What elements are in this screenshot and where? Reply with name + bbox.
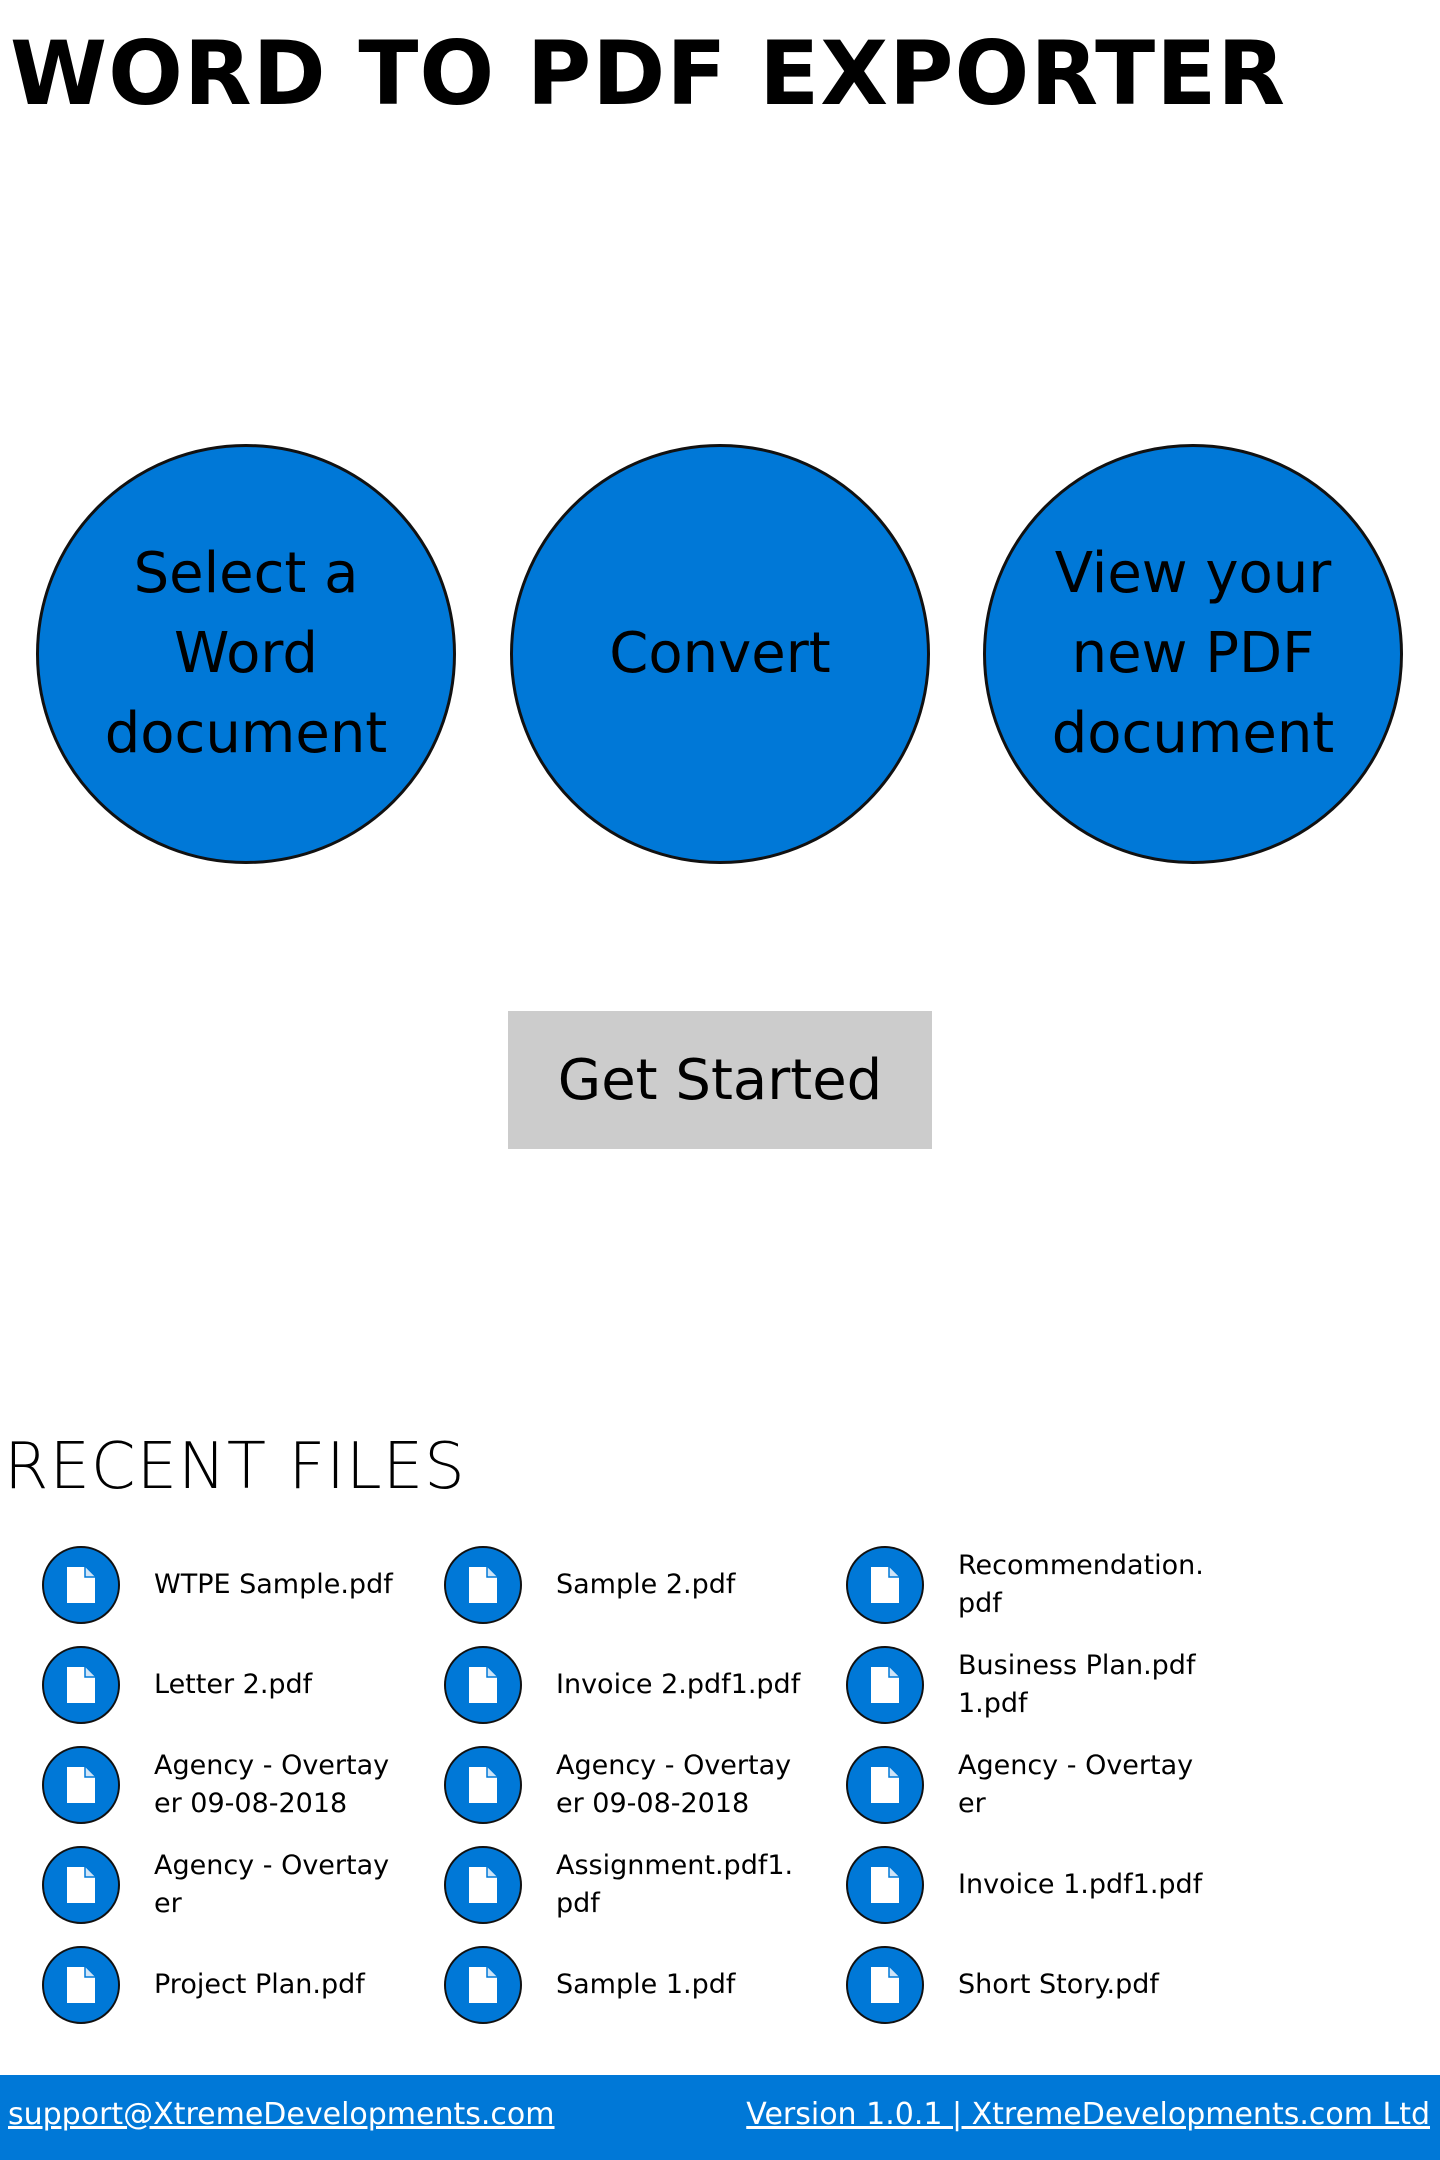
recent-file-name-text: Invoice 1.pdf1.pdf	[958, 1869, 1203, 1900]
document-icon	[444, 1746, 522, 1824]
view-pdf-document-button[interactable]: View your new PDF document	[983, 444, 1403, 864]
recent-file-name: Invoice 2.pdf1.pdf	[556, 1640, 806, 1730]
app-title: WORD TO PDF EXPORTER	[10, 22, 1287, 125]
convert-button[interactable]: Convert	[510, 444, 930, 864]
recent-file-name: Sample 1.pdf	[556, 1940, 806, 2030]
recent-file-name-text: Agency - Overtayer 09-08-2018	[556, 1750, 792, 1819]
step-label-convert: Convert	[609, 621, 831, 686]
document-icon	[42, 1546, 120, 1624]
recent-file-name-text: WTPE Sample.pdf	[154, 1569, 393, 1600]
recent-file-name: WTPE Sample.pdf	[154, 1540, 404, 1630]
recent-file-name-text: Project Plan.pdf	[154, 1969, 365, 2000]
get-started-button[interactable]: Get Started	[508, 1011, 932, 1149]
recent-file-item[interactable]: Agency - Overtayer 09-08-2018	[42, 1740, 442, 1830]
document-icon	[444, 1646, 522, 1724]
step-label-select: Select a Word document	[104, 541, 388, 766]
document-icon	[42, 1646, 120, 1724]
select-word-document-button[interactable]: Select a Word document	[36, 444, 456, 864]
recent-file-name: Sample 2.pdf	[556, 1540, 806, 1630]
recent-file-name-text: Agency - Overtayer	[154, 1850, 390, 1919]
recent-file-item[interactable]: WTPE Sample.pdf	[42, 1540, 442, 1630]
recent-file-name-text: Letter 2.pdf	[154, 1669, 313, 1700]
recent-file-item[interactable]: Invoice 2.pdf1.pdf	[444, 1640, 844, 1730]
document-icon	[846, 1546, 924, 1624]
recent-file-name: Business Plan.pdf1.pdf	[958, 1640, 1208, 1730]
document-icon	[42, 1846, 120, 1924]
recent-file-name: Agency - Overtayer 09-08-2018	[556, 1740, 806, 1830]
recent-file-name-text: Business Plan.pdf1.pdf	[958, 1650, 1196, 1719]
recent-file-name-text: Recommendation.pdf	[958, 1550, 1204, 1619]
document-icon	[846, 1846, 924, 1924]
recent-file-name: Recommendation.pdf	[958, 1540, 1208, 1630]
recent-file-name: Project Plan.pdf	[154, 1940, 404, 2030]
recent-file-item[interactable]: Agency - Overtayer 09-08-2018	[444, 1740, 844, 1830]
recent-file-name: Letter 2.pdf	[154, 1640, 404, 1730]
recent-file-item[interactable]: Agency - Overtayer	[846, 1740, 1246, 1830]
recent-file-item[interactable]: Letter 2.pdf	[42, 1640, 442, 1730]
recent-file-name-text: Short Story.pdf	[958, 1969, 1159, 2000]
recent-file-name-text: Agency - Overtayer 09-08-2018	[154, 1750, 390, 1819]
recent-file-item[interactable]: Recommendation.pdf	[846, 1540, 1246, 1630]
recent-file-item[interactable]: Project Plan.pdf	[42, 1940, 442, 2030]
document-icon	[846, 1946, 924, 2024]
recent-file-item[interactable]: Short Story.pdf	[846, 1940, 1246, 2030]
document-icon	[846, 1746, 924, 1824]
footer-bar: support@XtremeDevelopments.com Version 1…	[0, 2075, 1440, 2160]
support-email-link[interactable]: support@XtremeDevelopments.com	[8, 2097, 555, 2132]
document-icon	[444, 1846, 522, 1924]
recent-file-name: Assignment.pdf1.pdf	[556, 1840, 806, 1930]
document-icon	[444, 1546, 522, 1624]
recent-file-item[interactable]: Invoice 1.pdf1.pdf	[846, 1840, 1246, 1930]
document-icon	[846, 1646, 924, 1724]
version-website-link[interactable]: Version 1.0.1 | XtremeDevelopments.com L…	[746, 2097, 1430, 2132]
recent-file-item[interactable]: Sample 1.pdf	[444, 1940, 844, 2030]
recent-file-name: Agency - Overtayer 09-08-2018	[154, 1740, 404, 1830]
recent-file-name-text: Sample 2.pdf	[556, 1569, 736, 1600]
recent-file-name-text: Sample 1.pdf	[556, 1969, 736, 2000]
recent-files-heading: RECENT FILES	[4, 1430, 466, 1504]
recent-file-name: Agency - Overtayer	[154, 1840, 404, 1930]
recent-file-name-text: Agency - Overtayer	[958, 1750, 1194, 1819]
document-icon	[444, 1946, 522, 2024]
recent-file-item[interactable]: Business Plan.pdf1.pdf	[846, 1640, 1246, 1730]
recent-file-item[interactable]: Agency - Overtayer	[42, 1840, 442, 1930]
recent-file-name-text: Invoice 2.pdf1.pdf	[556, 1669, 801, 1700]
recent-file-name: Short Story.pdf	[958, 1940, 1208, 2030]
document-icon	[42, 1946, 120, 2024]
step-label-view: View your new PDF document	[1051, 541, 1335, 766]
document-icon	[42, 1746, 120, 1824]
recent-file-name-text: Assignment.pdf1.pdf	[556, 1850, 794, 1919]
recent-file-item[interactable]: Assignment.pdf1.pdf	[444, 1840, 844, 1930]
recent-file-name: Agency - Overtayer	[958, 1740, 1208, 1830]
recent-file-item[interactable]: Sample 2.pdf	[444, 1540, 844, 1630]
recent-file-name: Invoice 1.pdf1.pdf	[958, 1840, 1208, 1930]
